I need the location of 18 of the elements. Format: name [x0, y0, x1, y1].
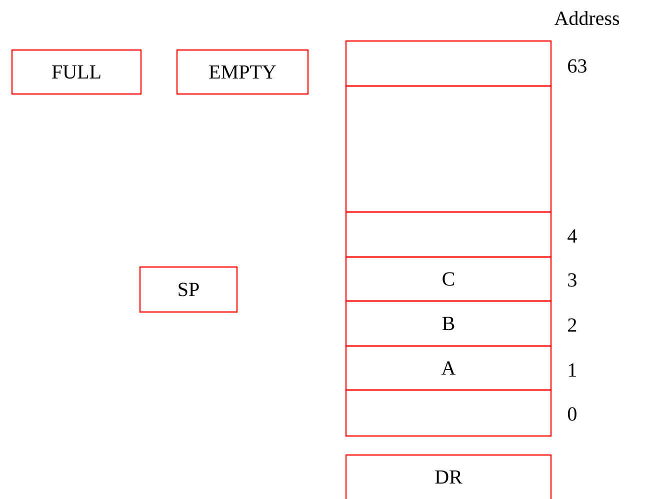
address-number: 2 — [568, 318, 576, 332]
axis-title: Address — [554, 10, 620, 26]
memory-cell — [345, 211, 552, 258]
address-number: 4 — [568, 229, 577, 243]
memory-cell — [345, 389, 552, 437]
register-box: FULL — [11, 49, 142, 95]
address-number: 0 — [568, 407, 576, 421]
register-box: EMPTY — [176, 49, 309, 95]
memory-cell: A — [345, 345, 552, 391]
register-box: SP — [139, 266, 238, 313]
memory-cell — [345, 40, 552, 87]
register-box: DR — [345, 454, 552, 499]
address-number: 1 — [568, 363, 576, 377]
memory-cell: B — [345, 300, 552, 347]
address-number: 3 — [568, 273, 576, 287]
address-number: 63 — [568, 59, 586, 73]
memory-cell — [345, 85, 552, 213]
memory-cell: C — [345, 256, 552, 302]
